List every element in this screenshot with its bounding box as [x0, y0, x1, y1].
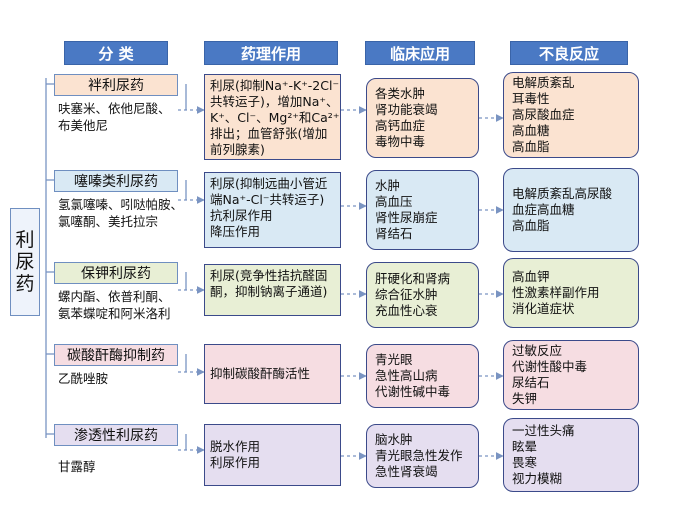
adverse-line: 一过性头痛 — [512, 423, 575, 438]
main-label-char-2: 尿 — [15, 251, 35, 273]
drugs-loop-diuretics: 呋塞米、依他尼酸、 布美他尼 — [58, 100, 188, 134]
adverse-line: 电解质紊乱高尿酸 — [512, 186, 613, 201]
adverse-line: 血症高血糖 — [512, 202, 575, 217]
drug-line: 乙酰唑胺 — [58, 371, 109, 386]
adverse-line: 代谢性酸中毒 — [512, 359, 588, 374]
pharmacology-line: 抗利尿作用 — [210, 208, 273, 223]
clinical-line: 高钙血症 — [375, 118, 426, 133]
pharmacology-line: 排出；血管舒张(增加 — [210, 126, 328, 141]
adverse-line: 性激素样副作用 — [512, 285, 600, 300]
clinical-line: 肾结石 — [375, 226, 413, 241]
adverse-line: 眩晕 — [512, 439, 538, 454]
pharmacology-thiazide-diuretics: 利尿(抑制远曲小管近 端Na⁺-Cl⁻共转运子) 抗利尿作用 降压作用 — [204, 172, 341, 248]
main-label-char-1: 利 — [15, 229, 35, 251]
pharmacology-line: 利尿作用 — [210, 455, 261, 470]
clinical-line: 综合征水肿 — [375, 287, 438, 302]
header-clinical: 临床应用 — [365, 41, 475, 65]
category-osmotic-diuretics: 渗透性利尿药 — [54, 424, 178, 446]
main-label-diuretics: 利 尿 药 — [10, 208, 40, 316]
category-loop-diuretics: 袢利尿药 — [54, 74, 178, 96]
pharmacology-carbonic-anhydrase-inhibitors: 抑制碳酸酐酶活性 — [204, 344, 341, 404]
adverse-thiazide-diuretics: 电解质紊乱高尿酸 血症高血糖 高血脂 — [503, 168, 639, 252]
adverse-loop-diuretics: 电解质紊乱 耳毒性 高尿酸血症 高血糖 高血脂 — [503, 72, 639, 158]
adverse-line: 电解质紊乱 — [512, 75, 575, 90]
drugs-osmotic-diuretics: 甘露醇 — [58, 458, 188, 475]
clinical-thiazide-diuretics: 水肿 高血压 肾性尿崩症 肾结石 — [366, 170, 479, 250]
clinical-carbonic-anhydrase-inhibitors: 青光眼 急性高山病 代谢性碱中毒 — [366, 344, 479, 408]
drug-line: 氨苯蝶啶和阿米洛利 — [58, 306, 171, 321]
pharmacology-line: 前列腺素) — [210, 142, 265, 157]
adverse-line: 高血脂 — [512, 218, 550, 233]
drug-line: 布美他尼 — [58, 118, 109, 133]
pharmacology-osmotic-diuretics: 脱水作用 利尿作用 — [204, 424, 341, 486]
clinical-line: 急性高山病 — [375, 368, 438, 383]
drugs-thiazide-diuretics: 氢氯噻嗪、吲哒帕胺、 氯噻酮、美托拉宗 — [58, 196, 188, 230]
clinical-potassium-sparing-diuretics: 肝硬化和肾病 综合征水肿 充血性心衰 — [366, 262, 479, 328]
clinical-line: 脑水肿 — [375, 432, 413, 447]
pharmacology-line: 端Na⁺-Cl⁻共转运子) — [210, 192, 325, 207]
clinical-line: 高血压 — [375, 194, 413, 209]
category-potassium-sparing-diuretics: 保钾利尿药 — [54, 262, 178, 284]
category-carbonic-anhydrase-inhibitors: 碳酸酐酶抑制药 — [54, 344, 178, 366]
drug-line: 螺内酯、依普利酮、 — [58, 289, 171, 304]
adverse-osmotic-diuretics: 一过性头痛 眩晕 畏寒 视力模糊 — [503, 418, 639, 492]
drug-line: 氢氯噻嗪、吲哒帕胺、 — [58, 197, 184, 212]
header-pharmacology: 药理作用 — [204, 41, 338, 65]
adverse-line: 消化道症状 — [512, 301, 575, 316]
pharmacology-potassium-sparing-diuretics: 利尿(竞争性拮抗醛固 酮，抑制钠离子通道) — [204, 264, 341, 316]
main-label-char-3: 药 — [15, 273, 35, 295]
pharmacology-line: 脱水作用 — [210, 439, 261, 454]
drug-line: 甘露醇 — [58, 459, 96, 474]
adverse-line: 高尿酸血症 — [512, 107, 575, 122]
clinical-osmotic-diuretics: 脑水肿 青光眼急性发作 急性肾衰竭 — [366, 424, 479, 488]
pharmacology-line: 降压作用 — [210, 224, 261, 239]
clinical-line: 青光眼 — [375, 352, 413, 367]
adverse-line: 高血糖 — [512, 123, 550, 138]
adverse-line: 失钾 — [512, 391, 538, 406]
clinical-line: 肾性尿崩症 — [375, 210, 438, 225]
drug-line: 呋塞米、依他尼酸、 — [58, 101, 171, 116]
clinical-line: 急性肾衰竭 — [375, 464, 438, 479]
clinical-line: 青光眼急性发作 — [375, 448, 463, 463]
pharmacology-line: 酮，抑制钠离子通道) — [210, 284, 328, 299]
pharmacology-line: 共转运子)，增加Na⁺、 — [210, 94, 339, 109]
pharmacology-line: 利尿(竞争性拮抗醛固 — [210, 268, 328, 283]
pharmacology-line: 利尿(抑制Na⁺-K⁺-2Cl⁻ — [210, 78, 340, 93]
adverse-line: 高血钾 — [512, 269, 550, 284]
pharmacology-loop-diuretics: 利尿(抑制Na⁺-K⁺-2Cl⁻ 共转运子)，增加Na⁺、 K⁺、Cl⁻、Mg²… — [204, 74, 341, 160]
clinical-loop-diuretics: 各类水肿 肾功能衰竭 高钙血症 毒物中毒 — [366, 78, 479, 158]
adverse-potassium-sparing-diuretics: 高血钾 性激素样副作用 消化道症状 — [503, 258, 639, 328]
clinical-line: 充血性心衰 — [375, 303, 438, 318]
header-adverse: 不良反应 — [510, 41, 628, 65]
category-thiazide-diuretics: 噻嗪类利尿药 — [54, 170, 178, 192]
header-category: 分 类 — [64, 41, 168, 65]
adverse-carbonic-anhydrase-inhibitors: 过敏反应 代谢性酸中毒 尿结石 失钾 — [503, 340, 639, 410]
pharmacology-line: 抑制碳酸酐酶活性 — [210, 366, 311, 381]
clinical-line: 肾功能衰竭 — [375, 102, 438, 117]
drugs-carbonic-anhydrase-inhibitors: 乙酰唑胺 — [58, 370, 188, 387]
clinical-line: 各类水肿 — [375, 86, 426, 101]
clinical-line: 代谢性碱中毒 — [375, 384, 451, 399]
pharmacology-line: 利尿(抑制远曲小管近 — [210, 176, 328, 191]
clinical-line: 水肿 — [375, 178, 401, 193]
adverse-line: 畏寒 — [512, 455, 538, 470]
adverse-line: 过敏反应 — [512, 343, 563, 358]
adverse-line: 尿结石 — [512, 375, 550, 390]
drugs-potassium-sparing-diuretics: 螺内酯、依普利酮、 氨苯蝶啶和阿米洛利 — [58, 288, 188, 322]
clinical-line: 肝硬化和肾病 — [375, 271, 451, 286]
adverse-line: 耳毒性 — [512, 91, 550, 106]
pharmacology-line: K⁺、Cl⁻、Mg²⁺和Ca²⁺ — [210, 110, 340, 125]
drug-line: 氯噻酮、美托拉宗 — [58, 214, 159, 229]
clinical-line: 毒物中毒 — [375, 134, 426, 149]
adverse-line: 高血脂 — [512, 139, 550, 154]
adverse-line: 视力模糊 — [512, 471, 563, 486]
